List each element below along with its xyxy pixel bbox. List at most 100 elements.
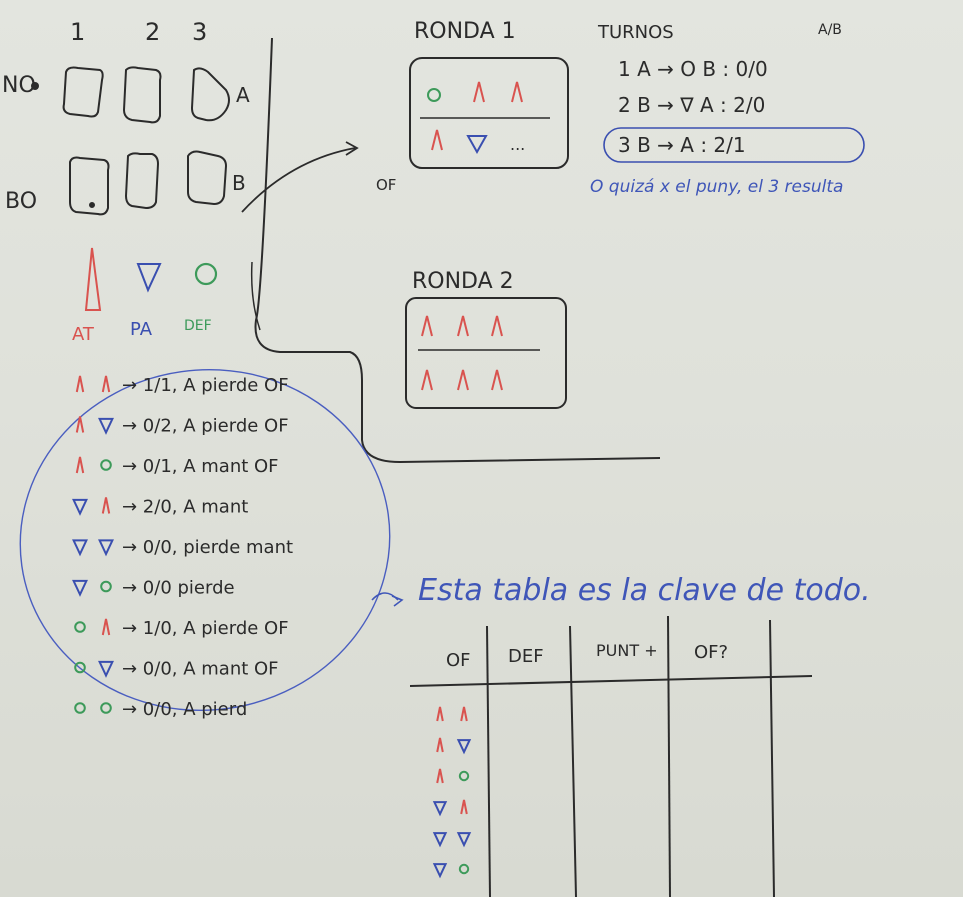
defense-icon [427,88,441,102]
pass-icon [432,801,448,817]
turno-3-highlight [603,127,865,163]
arrow-to-ronda1 [241,147,356,213]
ronda2-title: RONDA 2 [412,269,514,294]
cards-row-b [69,150,228,216]
attack-icon [101,375,111,393]
combo-row: → 0/2, A pierde OF [75,416,289,437]
attack-icon [511,81,523,103]
combo-row: → 0/0, pierde mant [72,537,293,558]
combo-text: → 0/1, A mant OF [122,456,279,477]
defense-icon [74,661,86,674]
attack-icon [101,497,111,514]
attack-icon [421,315,433,337]
ronda2-marks [421,315,503,391]
pass-icon [432,863,448,879]
pass-icon [98,417,114,435]
column-1-label: 1 [70,18,85,46]
attack-icon [431,129,443,151]
defense-icon [100,580,112,593]
divider-line [254,37,661,464]
turnos-note: O quizá x el puny, el 3 resulta [590,177,843,197]
combo-text: → 0/0 pierde [122,578,235,599]
combo-row: → 2/0, A mant [72,497,248,518]
combo-text: → 1/0, A pierde OF [122,618,289,639]
attack-icon [457,315,469,337]
combo-row: → 0/1, A mant OF [75,456,279,477]
combo-text: → 2/0, A mant [122,497,248,518]
ronda1-box [409,57,569,169]
card-a2 [122,66,162,124]
attack-icon [491,315,503,337]
combo-row: → 0/0, A pierd [74,699,247,720]
card-b2 [124,152,160,210]
turnos-header: A/B [818,22,842,38]
combos-circle [19,368,391,712]
table-header-punt: PUNT + [596,641,658,660]
combo-text: → 0/0, pierde mant [122,537,293,558]
defense-icon [74,702,86,714]
card-b1 [69,156,110,216]
table-row [436,706,468,722]
attack-icon [101,618,111,636]
pass-icon [432,832,448,848]
defense-icon [74,621,86,633]
defense-legend-icon [194,262,218,286]
defense-icon [458,770,470,782]
defense-icon [458,863,470,875]
table-row [432,799,468,817]
table-note: Esta tabla es la clave de todo. [418,573,871,608]
row-label-no: NO [2,73,36,98]
cards-row-a [62,66,230,124]
pass-icon [72,579,88,597]
attack-icon [491,369,503,391]
table-rows [432,706,472,879]
row-label-bo: BO [5,189,37,214]
card-a1 [62,66,104,118]
column-2-label: 2 [145,18,160,46]
attack-icon [436,737,444,753]
attack-icon [436,706,444,722]
ronda1-dots: ... [510,135,525,154]
table-header-of-q: OF? [694,642,728,663]
attack-icon [75,375,85,393]
divider-inner-line [250,261,261,331]
pass-icon [456,832,472,848]
pass-icon [98,539,114,557]
turno-row-1: 1 A → O B : 0/0 [618,57,768,81]
table-header-line [409,675,813,687]
legend-at: AT [72,324,95,345]
card-dot [89,202,95,208]
row-label-b: B [232,171,246,195]
combo-row: → 1/0, A pierde OF [74,618,289,639]
combo-text: → 0/2, A pierde OF [122,416,289,437]
ronda1-title: RONDA 1 [414,19,516,44]
combo-text: → 1/1, A pierde OF [122,375,289,396]
pass-icon [456,739,472,755]
turnos-title: TURNOS [597,22,674,43]
table-col-line [486,625,491,897]
column-3-label: 3 [192,18,207,46]
note-arrow-head [391,595,404,607]
combo-row: → 0/0 pierde [72,578,235,599]
of-label: OF [376,176,396,194]
defense-icon [100,702,112,714]
attack-icon [75,416,85,433]
attack-icon [473,81,485,103]
attack-icon [436,768,444,784]
pass-legend-icon [136,263,162,293]
arrow-head [345,141,359,156]
table-row [436,768,470,784]
pass-icon [72,498,88,516]
table-row [436,737,472,755]
row-label-a: A [236,83,250,107]
attack-icon [421,369,433,391]
table-header-def: DEF [508,646,544,667]
card-a3 [190,67,230,122]
card-b3 [187,150,228,206]
table-col-line [667,615,671,897]
ronda2-box [405,297,567,409]
analysis-table: OF DEF PUNT + OF? [409,615,813,897]
attack-legend-icon [84,247,102,311]
